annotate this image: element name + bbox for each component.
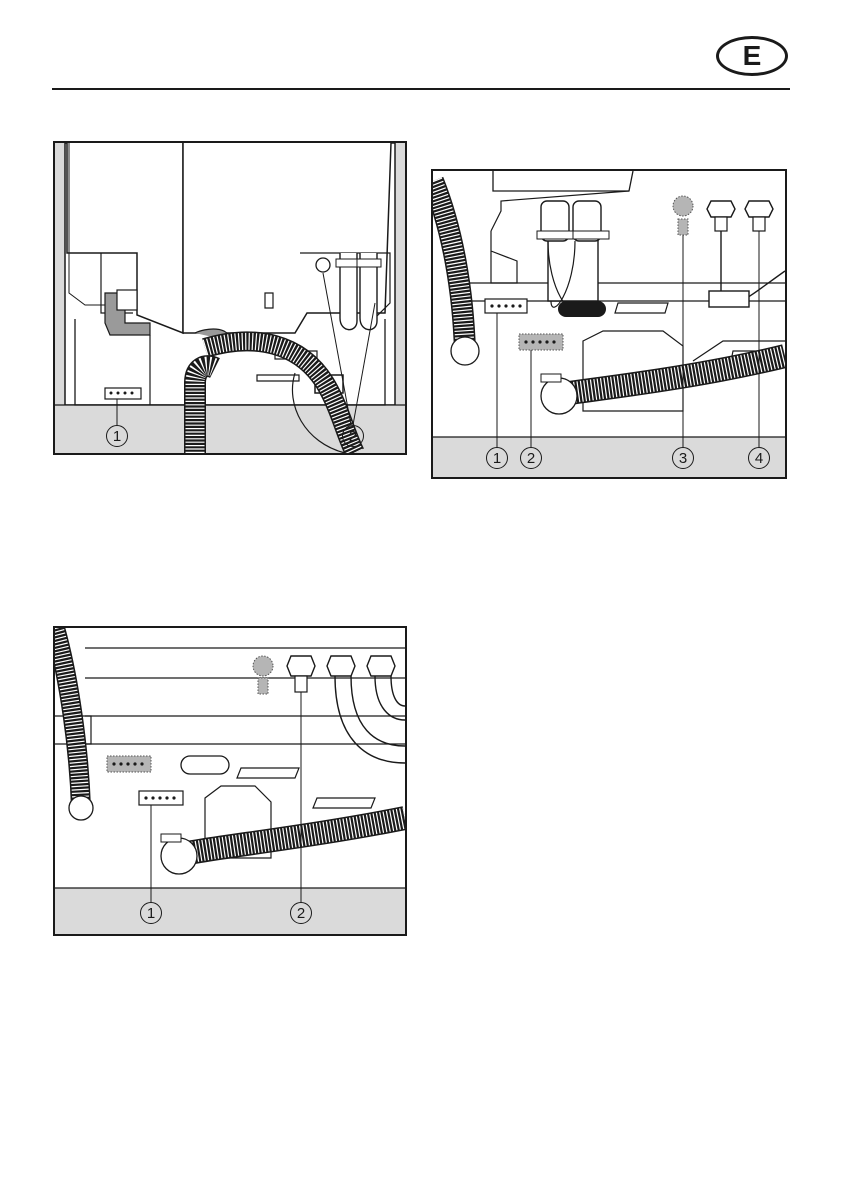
figure-top-right: 1 2 3 4 <box>431 169 787 479</box>
language-letter: E <box>743 42 762 70</box>
callout-1: 1 <box>140 902 162 924</box>
language-badge: E <box>716 36 788 76</box>
figure-bottom-left: 1 2 <box>53 626 407 936</box>
callout-2: 2 <box>342 425 364 447</box>
callout-1: 1 <box>486 447 508 469</box>
callout-1: 1 <box>106 425 128 447</box>
callout-4: 4 <box>748 447 770 469</box>
callout-2: 2 <box>290 902 312 924</box>
figure-top-left: 1 2 <box>53 141 407 455</box>
figure-top-left-drawing <box>55 143 405 453</box>
figure-bottom-left-drawing <box>55 628 405 934</box>
callout-3: 3 <box>672 447 694 469</box>
header-rule <box>52 88 790 90</box>
figure-top-right-drawing <box>433 171 785 477</box>
callout-2: 2 <box>520 447 542 469</box>
